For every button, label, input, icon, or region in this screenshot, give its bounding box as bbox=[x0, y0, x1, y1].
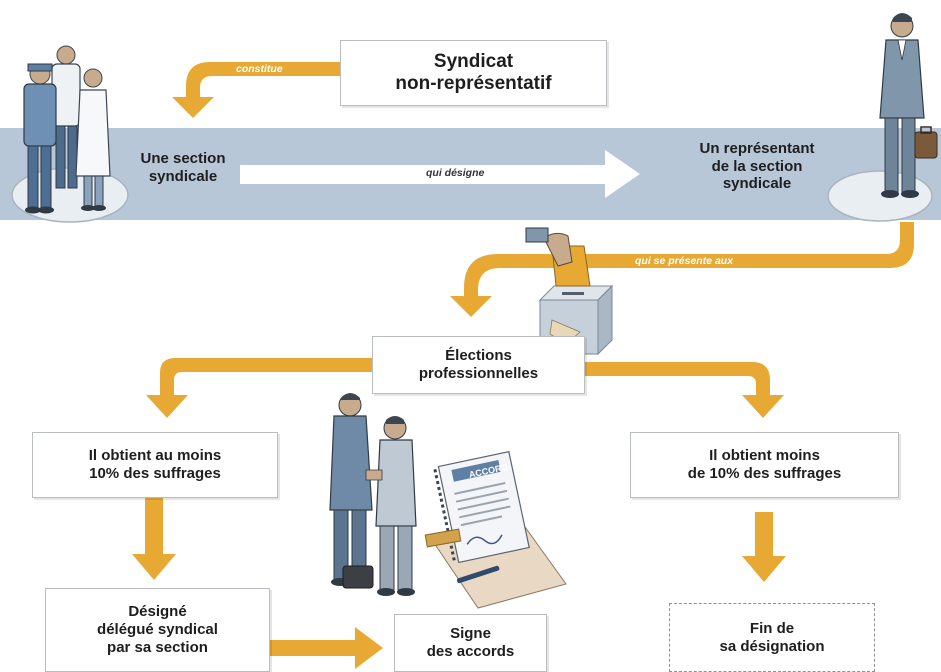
box-signe-line2: des accords bbox=[426, 643, 515, 660]
box-syndicat-line1: Syndicat bbox=[433, 50, 514, 72]
box-syndicat-line2: non-représentatif bbox=[395, 73, 552, 94]
label-section-line2: syndicale bbox=[148, 167, 218, 185]
box-left-result-line1: Il obtient au moins bbox=[88, 447, 222, 465]
box-left-result: Il obtient au moins 10% des suffrages bbox=[32, 432, 278, 498]
arrow-left-down bbox=[132, 498, 176, 580]
box-elections-line1: Élections bbox=[445, 347, 512, 365]
box-elections: Élections professionnelles bbox=[372, 336, 585, 394]
arrow-to-left-result bbox=[146, 358, 372, 418]
box-right-result-line2: de 10% des suffrages bbox=[687, 465, 842, 482]
label-representant-line2: de la section bbox=[711, 157, 803, 175]
arrow-label-qui-designe: qui désigne bbox=[426, 167, 485, 179]
arrow-qui-se-presente bbox=[450, 222, 914, 317]
box-signe-line1: Signe bbox=[450, 625, 491, 643]
label-representant: Un représentant de la section syndicale bbox=[682, 140, 832, 193]
box-elections-line2: professionnelles bbox=[418, 365, 539, 382]
label-section: Une section syndicale bbox=[128, 150, 238, 185]
label-section-line1: Une section bbox=[140, 150, 226, 167]
label-representant-line3: syndicale bbox=[722, 175, 792, 193]
accord-document-icon bbox=[424, 450, 567, 609]
arrow-label-qui-se-presente: qui se présente aux bbox=[635, 255, 734, 267]
arrow-designe-to-signe bbox=[270, 627, 383, 669]
box-fin-line2: sa désignation bbox=[719, 637, 825, 655]
label-representant-line1: Un représentant bbox=[699, 140, 815, 157]
arrow-to-right-result bbox=[585, 362, 784, 418]
arrow-label-constitue: constitue bbox=[236, 63, 283, 75]
arrow-constitue bbox=[172, 62, 340, 118]
representative-icon bbox=[879, 13, 938, 198]
people-group-icon bbox=[23, 45, 111, 214]
box-designe: Désigné délégué syndical par sa section bbox=[45, 588, 270, 672]
box-fin: Fin de sa désignation bbox=[669, 603, 875, 672]
box-signe: Signe des accords bbox=[394, 614, 547, 672]
box-designe-line3: par sa section bbox=[107, 638, 208, 656]
white-arrow-designe bbox=[240, 150, 640, 198]
box-designe-line2: délégué syndical bbox=[97, 621, 218, 639]
arrow-right-down bbox=[742, 512, 786, 582]
box-fin-line1: Fin de bbox=[749, 619, 795, 637]
handshake-icon bbox=[329, 393, 417, 596]
box-designe-line1: Désigné bbox=[128, 603, 187, 621]
box-left-result-line2: 10% des suffrages bbox=[89, 465, 221, 482]
box-right-result-line1: Il obtient moins bbox=[709, 447, 820, 465]
box-right-result: Il obtient moins de 10% des suffrages bbox=[630, 432, 899, 498]
box-syndicat: Syndicat non-représentatif bbox=[340, 40, 607, 106]
